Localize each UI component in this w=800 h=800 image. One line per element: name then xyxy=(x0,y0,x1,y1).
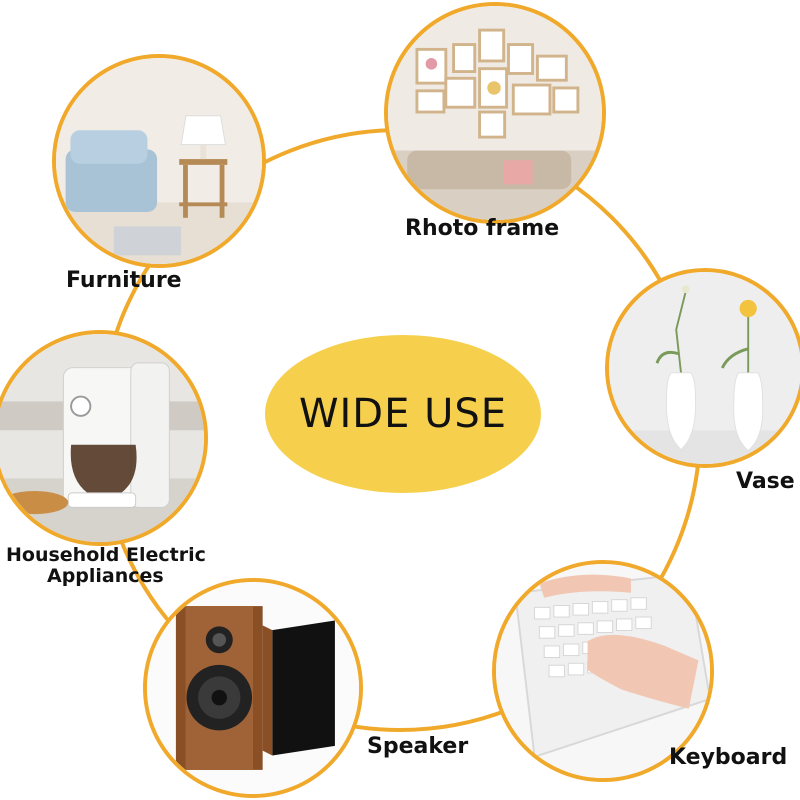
center-title: WIDE USE xyxy=(298,391,508,437)
keyboard-image xyxy=(492,560,714,782)
furniture-image xyxy=(52,54,266,268)
speaker-label: Speaker xyxy=(367,734,469,759)
furniture-label: Furniture xyxy=(66,268,182,293)
photo-frame-label: Rhoto frame xyxy=(405,216,560,241)
speaker-image xyxy=(143,578,363,798)
household-appliances-label-line1: Household Electric xyxy=(6,544,206,566)
center-ellipse: WIDE USE xyxy=(265,335,541,493)
vase-label: Vase xyxy=(736,469,795,494)
vase-image xyxy=(605,268,800,468)
household-appliances-image xyxy=(0,330,208,546)
household-appliances-label-line2: Appliances xyxy=(47,565,164,587)
photo-frame-image xyxy=(384,2,606,224)
keyboard-label: Keyboard xyxy=(669,745,788,770)
